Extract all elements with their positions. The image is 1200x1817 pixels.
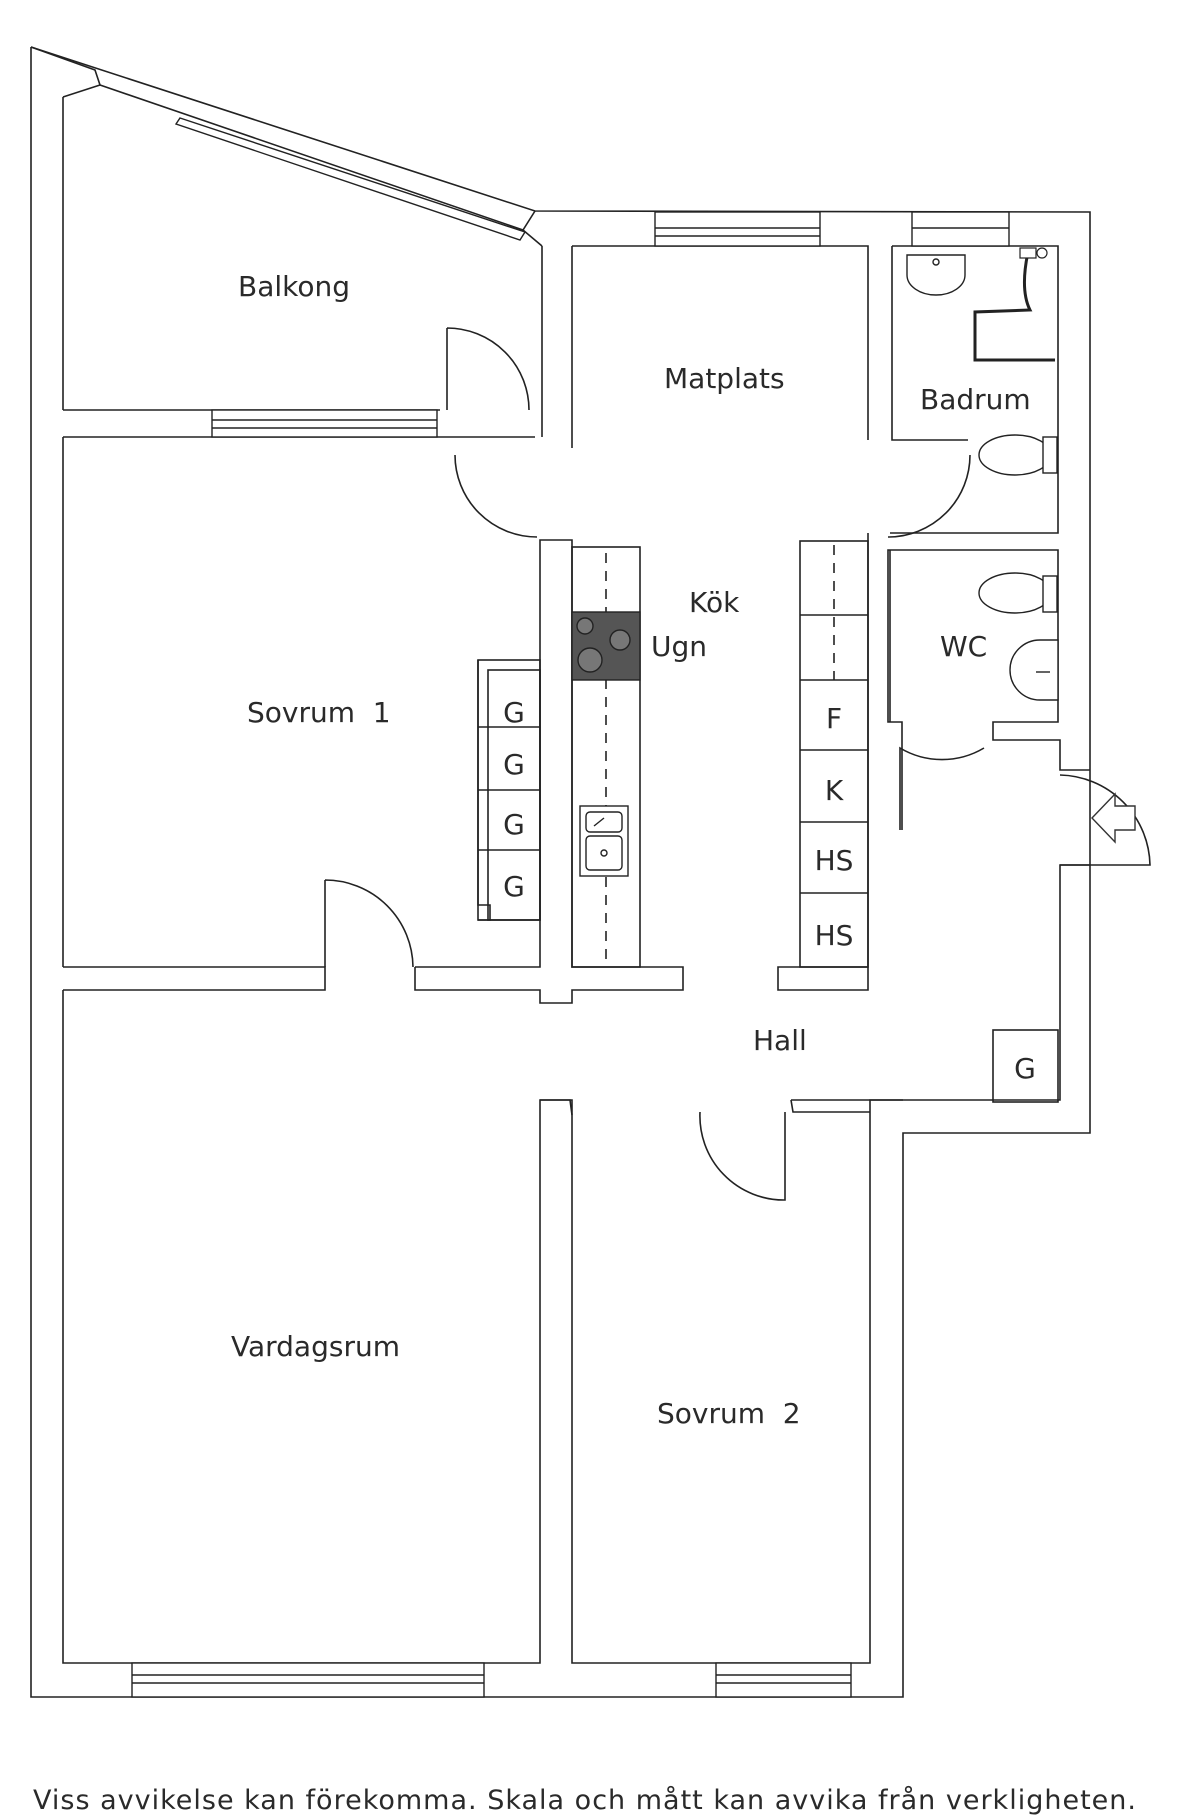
- cabinet-label: K: [825, 774, 844, 807]
- door-sovrum1: [324, 879, 414, 968]
- sink-icon: [906, 254, 966, 296]
- door-wc: [899, 746, 985, 830]
- cabinet-label: G: [503, 870, 525, 903]
- cabinet-label: G: [503, 696, 525, 729]
- room-label-hall: Hall: [753, 1024, 807, 1057]
- room-label-wc: WC: [940, 630, 987, 663]
- window-matplats: [654, 211, 821, 247]
- kitchen-sink-icon: [579, 805, 629, 877]
- window-vardagsrum: [131, 1662, 485, 1698]
- door-badrum: [887, 454, 971, 538]
- cabinet-label: F: [826, 702, 842, 735]
- entrance-arrow-icon: [1091, 792, 1136, 844]
- door-sovrum2: [699, 1111, 786, 1201]
- window-balcony: [211, 409, 438, 438]
- balcony-top: [30, 46, 102, 98]
- cabinet-label: HS: [815, 844, 854, 877]
- door-entrance: [1059, 774, 1151, 866]
- cabinet-label: G: [503, 748, 525, 781]
- room-label-matplats: Matplats: [664, 362, 785, 395]
- room-label-balkong: Balkong: [238, 270, 350, 303]
- stove-icon: [571, 611, 641, 681]
- inner-wall-left-bottom: [62, 990, 903, 1664]
- room-label-ugn: Ugn: [651, 630, 707, 663]
- room-label-sovrum1: Sovrum 1: [247, 696, 391, 729]
- wc-toilet-icon: [978, 572, 1052, 614]
- cabinet-label: G: [503, 808, 525, 841]
- room-label-sovrum2: Sovrum 2: [657, 1397, 801, 1430]
- windows: [131, 117, 1010, 1698]
- door-balcony: [446, 327, 530, 411]
- door-matplats-left: [454, 454, 538, 538]
- shower-curtain: [973, 251, 1055, 362]
- room-label-badrum: Badrum: [920, 383, 1031, 416]
- room-label-kok: Kök: [689, 586, 740, 619]
- window-badrum: [911, 211, 1010, 247]
- shower-head-icon: [1019, 247, 1048, 259]
- room-label-vardagsrum: Vardagsrum: [231, 1330, 400, 1363]
- cabinet-label: G: [1014, 1052, 1036, 1085]
- disclaimer-text: Viss avvikelse kan förekomma. Skala och …: [33, 1785, 1137, 1816]
- window-sovrum2: [715, 1662, 852, 1698]
- balcony-rail: [99, 84, 536, 231]
- doors: [324, 327, 1151, 1201]
- toilet-icon: [978, 434, 1052, 476]
- window-balcony-rail: [174, 117, 527, 241]
- cabinet-label: HS: [815, 919, 854, 952]
- wc-sink-icon: [1009, 639, 1059, 701]
